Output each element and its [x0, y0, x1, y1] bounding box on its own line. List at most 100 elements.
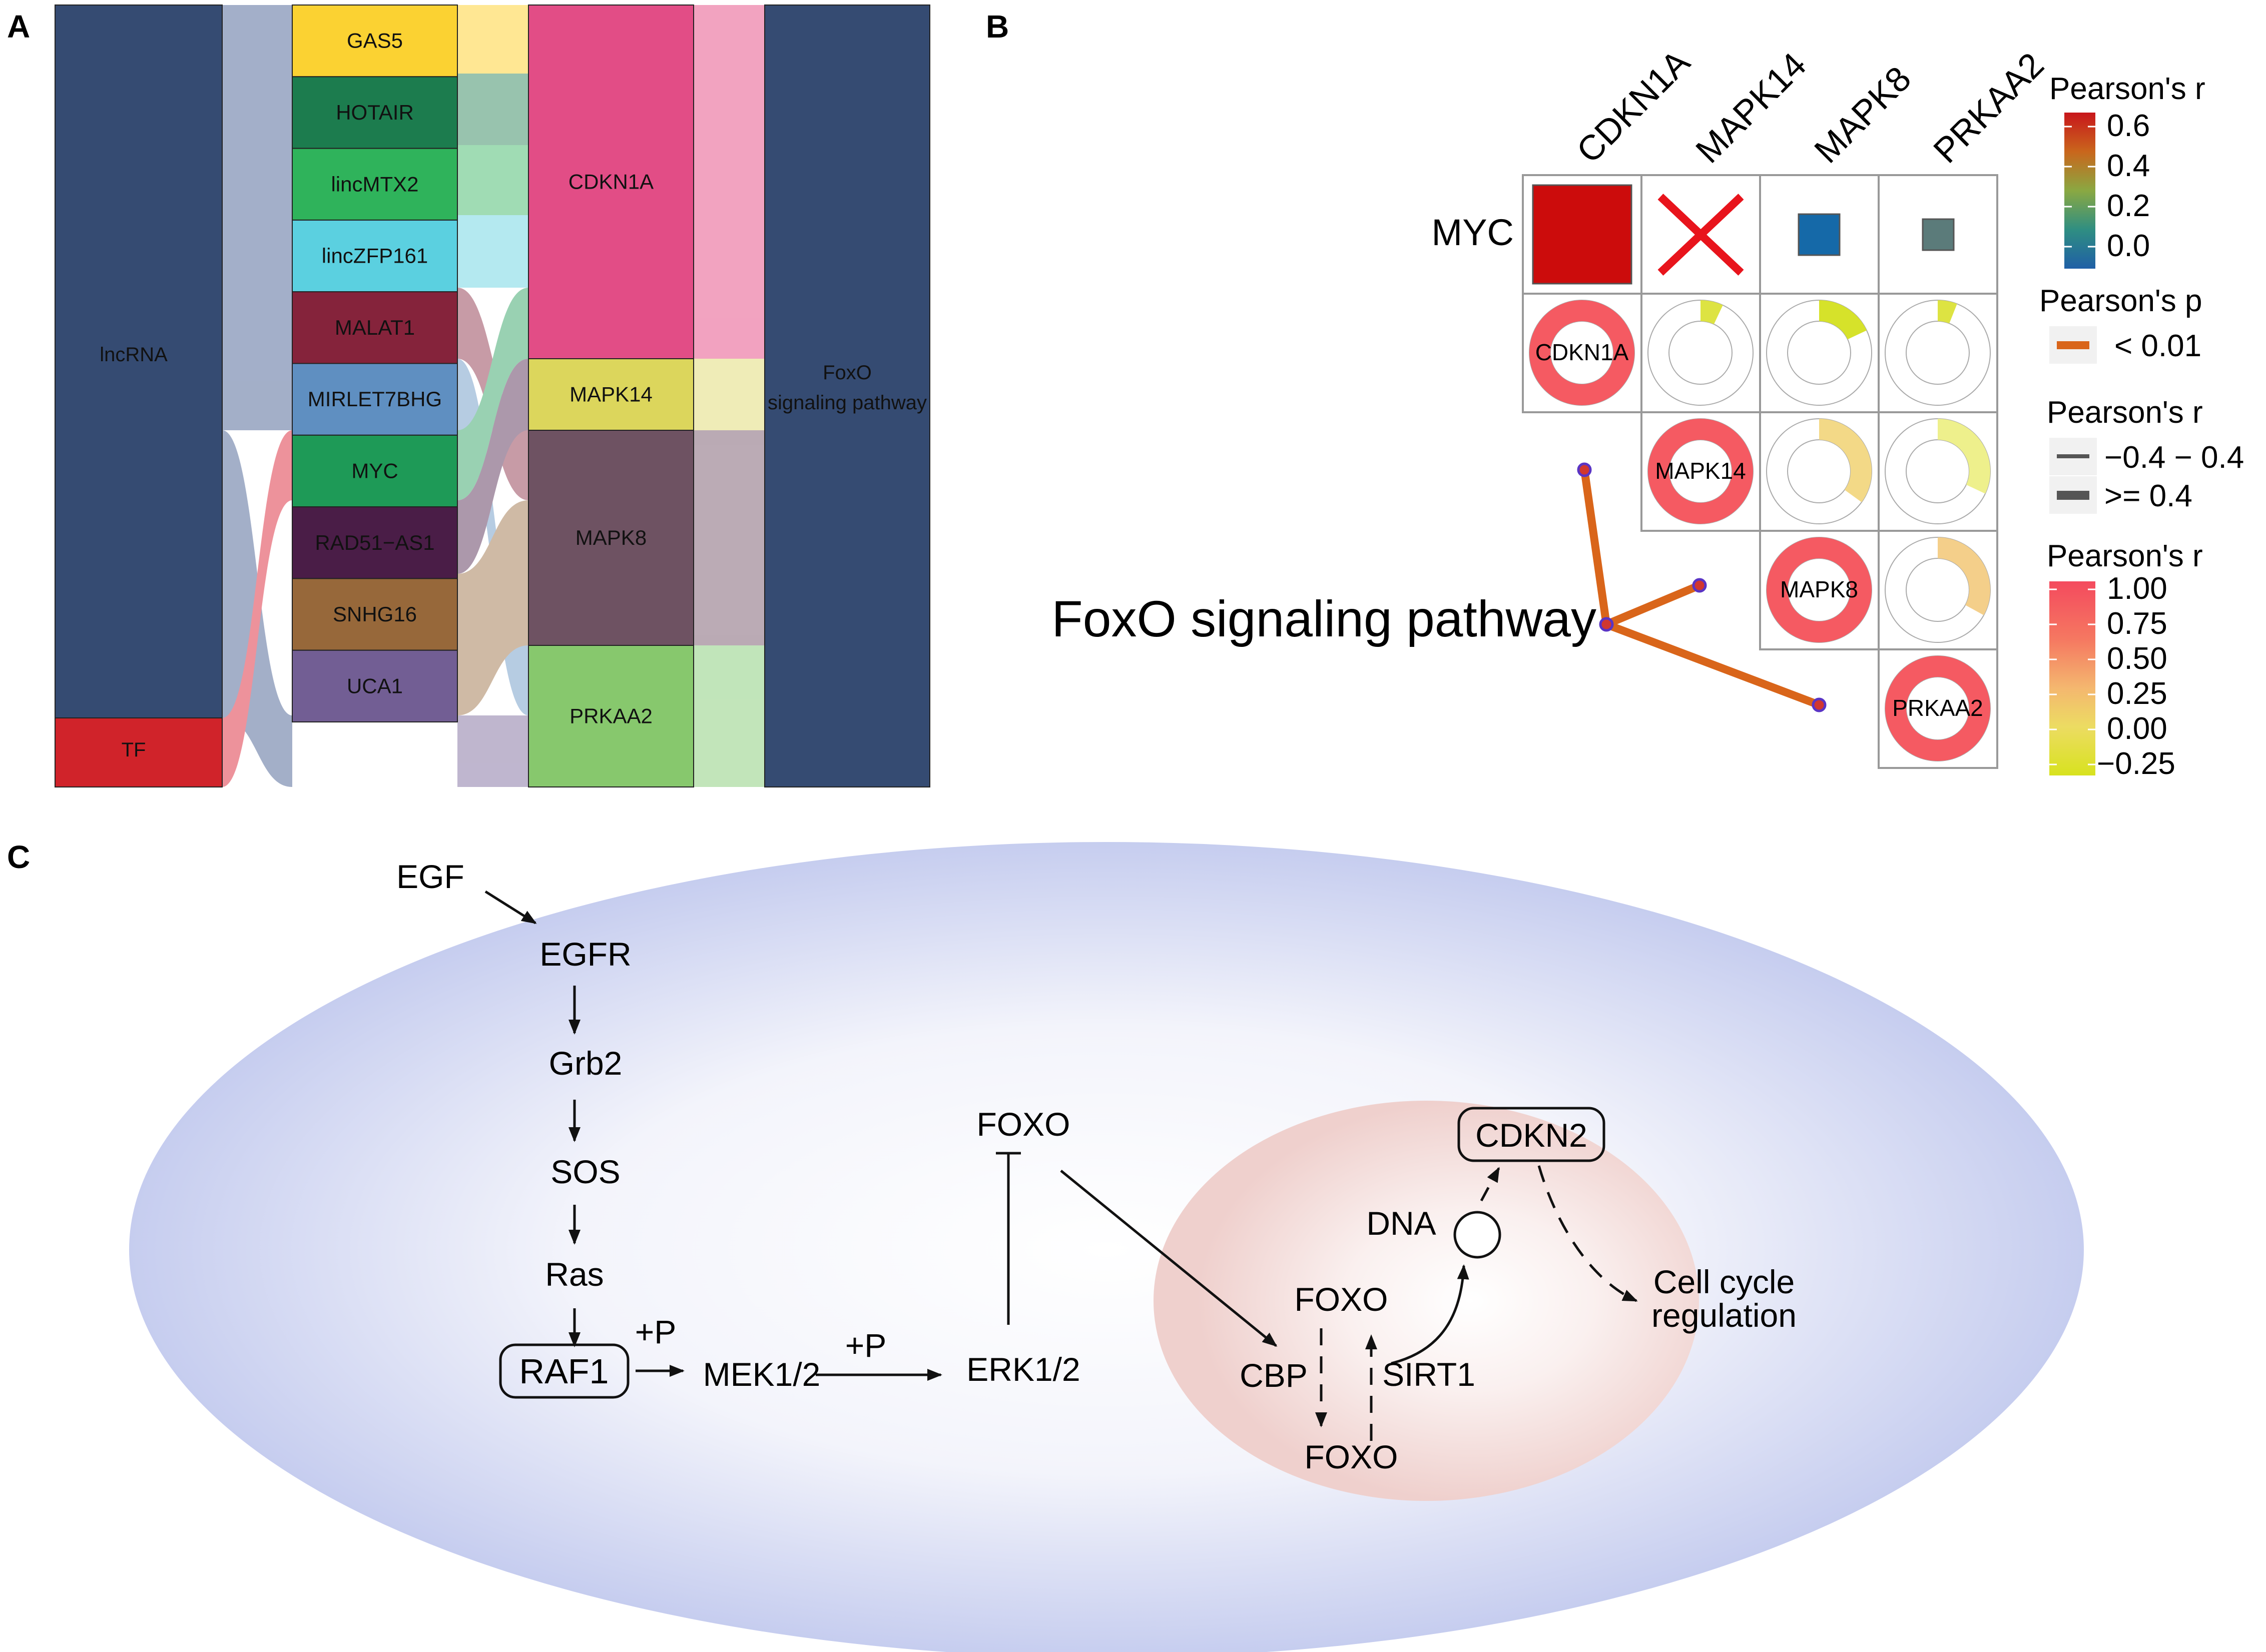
link-lncrna-mid [222, 5, 292, 430]
label-erk: ERK1/2 [966, 1351, 1080, 1388]
legend-r2-tick-5: −0.25 [2097, 746, 2175, 781]
legend: Pearson's r 0.6 0.4 0.2 0.0 Pearson's p … [2039, 72, 2244, 781]
legend-r2-ticks [2049, 588, 2095, 765]
legend-r-tick-1: 0.4 [2107, 149, 2150, 183]
mid-node-label: HOTAIR [336, 101, 414, 124]
link-to-mapk14 [1602, 581, 1704, 628]
pathway-node-mapk14 [1692, 578, 1707, 593]
node-lncrna [55, 5, 223, 718]
myc-mapk8-square [1798, 213, 1841, 256]
link-prkaa2 [694, 645, 765, 787]
mid-node [292, 291, 458, 364]
link-snhg16-mapk8 [457, 500, 528, 715]
label-cdkn2: CDKN2 [1475, 1117, 1587, 1154]
link-to-prkaa2 [1602, 620, 1823, 709]
mid-node-label: MIRLET7BHG [308, 387, 442, 411]
mid-node-label: GAS5 [347, 29, 403, 53]
legend-r-ticks [2064, 126, 2095, 248]
sankey-links-right [457, 5, 765, 787]
mid-node [292, 5, 458, 78]
label-sirt1: SIRT1 [1382, 1356, 1475, 1393]
gene-node [528, 645, 694, 787]
node-foxo-pathway [764, 5, 930, 787]
label-p1: +P [635, 1313, 677, 1350]
legend-rwidth-item-2: >= 0.4 [2104, 479, 2192, 513]
pathway-node-prkaa2 [1812, 697, 1827, 712]
legend-r-title: Pearson's r [2049, 72, 2205, 106]
legend-p-title: Pearson's p [2039, 284, 2202, 318]
pathway-links [1580, 466, 1823, 709]
pathway-node-cdkn1a [1577, 462, 1592, 477]
gene-node-label: PRKAA2 [570, 704, 653, 728]
col-header-mapk14: MAPK14 [1688, 45, 1813, 170]
link-mapk8 [694, 430, 765, 645]
link-gas5 [457, 5, 528, 74]
legend-r2-title: Pearson's r [2047, 539, 2203, 573]
mid-node-label: RAD51−AS1 [315, 531, 434, 554]
legend-r2-tick-2: 0.50 [2107, 641, 2167, 676]
ring-arc [1885, 419, 1990, 524]
legend-r2-tick-1: 0.75 [2107, 606, 2167, 641]
triangle-grid [1522, 293, 1998, 769]
ring-inner [1906, 439, 1970, 503]
ring-arc [1648, 419, 1753, 524]
link-lnczfp-cdkn1a [457, 215, 528, 288]
sankey-links-center [457, 5, 528, 787]
node-lncrna-label: lncRNA [100, 344, 168, 366]
link-uca1-prkaa2 [457, 715, 528, 787]
legend-r-colorbar [2064, 113, 2095, 269]
label-cbp: CBP [1240, 1357, 1308, 1394]
link-gas5-cdkn1a [457, 5, 528, 74]
row-label-myc: MYC [1432, 212, 1514, 253]
link-mirlet-prkaa2 [457, 359, 528, 715]
ring-arc [1767, 300, 1872, 405]
panel-label-c: C [7, 839, 30, 875]
mid-node [292, 148, 458, 221]
mid-node [292, 76, 458, 149]
foxo-pathway-diagram: EGF EGFR Grb2 SOS Ras RAF1 +P MEK1/2 +P … [129, 842, 2084, 1652]
mid-node-label: MYC [351, 459, 398, 482]
pathway-node-center [1599, 617, 1614, 632]
label-egfr: EGFR [539, 936, 631, 973]
gene-node [528, 430, 694, 646]
label-cell-cycle-2: regulation [1651, 1297, 1797, 1334]
mid-node [292, 219, 458, 293]
label-cell-cycle-1: Cell cycle [1653, 1263, 1795, 1300]
mid-node [292, 578, 458, 651]
mid-node-label: lincZFP161 [322, 244, 428, 268]
node-tf-label: TF [122, 739, 146, 761]
mid-node [292, 434, 458, 508]
mid-node [292, 649, 458, 722]
ring-arc [1648, 300, 1753, 405]
raf1-box [499, 1343, 630, 1399]
col-header-prkaa2: PRKAA2 [1926, 45, 2051, 170]
gene-node [528, 358, 694, 431]
mid-node-label: lincMTX2 [331, 172, 418, 196]
pathway-label-line2: signaling pathway [768, 392, 927, 414]
myc-cdkn1a-square [1532, 184, 1632, 285]
label-raf1: RAF1 [519, 1352, 609, 1391]
ring-outline [1885, 300, 1991, 406]
legend-rwidth-title: Pearson's r [2047, 395, 2203, 430]
label-dna: DNA [1366, 1205, 1436, 1242]
col-header-mapk8: MAPK8 [1807, 59, 1918, 171]
label-foxo-top: FOXO [976, 1106, 1070, 1143]
col-header-cdkn1a: CDKN1A [1569, 42, 1697, 170]
legend-p-value: < 0.01 [2114, 329, 2201, 363]
label-p2: +P [845, 1327, 887, 1364]
legend-r-tick-2: 0.2 [2107, 189, 2150, 223]
ring-arc [1885, 300, 1990, 405]
legend-r2-colorbar [2049, 581, 2095, 775]
label-ras: Ras [545, 1256, 604, 1293]
label-egf: EGF [396, 858, 464, 895]
diag-label-cdkn1a: CDKN1A [1535, 339, 1629, 365]
node-tf [55, 717, 223, 787]
diag-label-mapk8: MAPK8 [1780, 576, 1858, 602]
ring-arc [1885, 537, 1990, 642]
ring-arc [1767, 537, 1872, 642]
mid-node-label: MALAT1 [335, 316, 415, 339]
pathway-label-line1: FoxO [823, 362, 872, 384]
